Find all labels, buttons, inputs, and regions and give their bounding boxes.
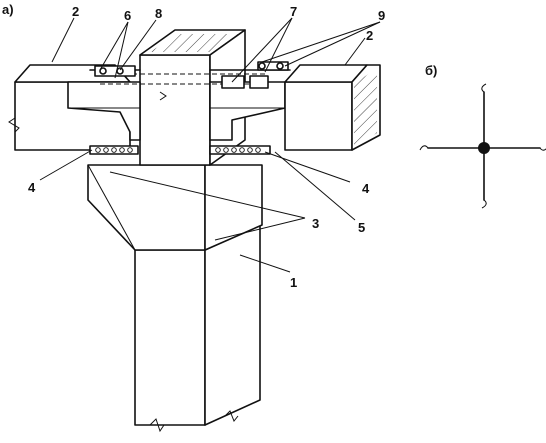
bearing-pads [89,145,271,155]
panel-label-b: б) [425,63,437,78]
callout-4-right: 4 [362,181,370,196]
beam-left [8,64,141,151]
callout-2-right: 2 [366,28,373,43]
callout-4-left: 4 [28,180,36,195]
callout-9: 9 [378,8,385,23]
callout-8: 8 [155,6,162,21]
reinforcement-bars [89,61,291,101]
callout-5: 5 [358,220,365,235]
leader-lines [39,17,381,273]
callout-2-left: 2 [72,4,79,19]
callout-7: 7 [290,4,297,19]
callout-3: 3 [312,216,319,231]
beam-right [209,64,381,151]
callout-6: 6 [124,8,131,23]
panel-label-a: а) [2,2,14,17]
column-lower [87,164,263,433]
callout-1: 1 [290,275,297,290]
joint-schematic [419,83,546,209]
